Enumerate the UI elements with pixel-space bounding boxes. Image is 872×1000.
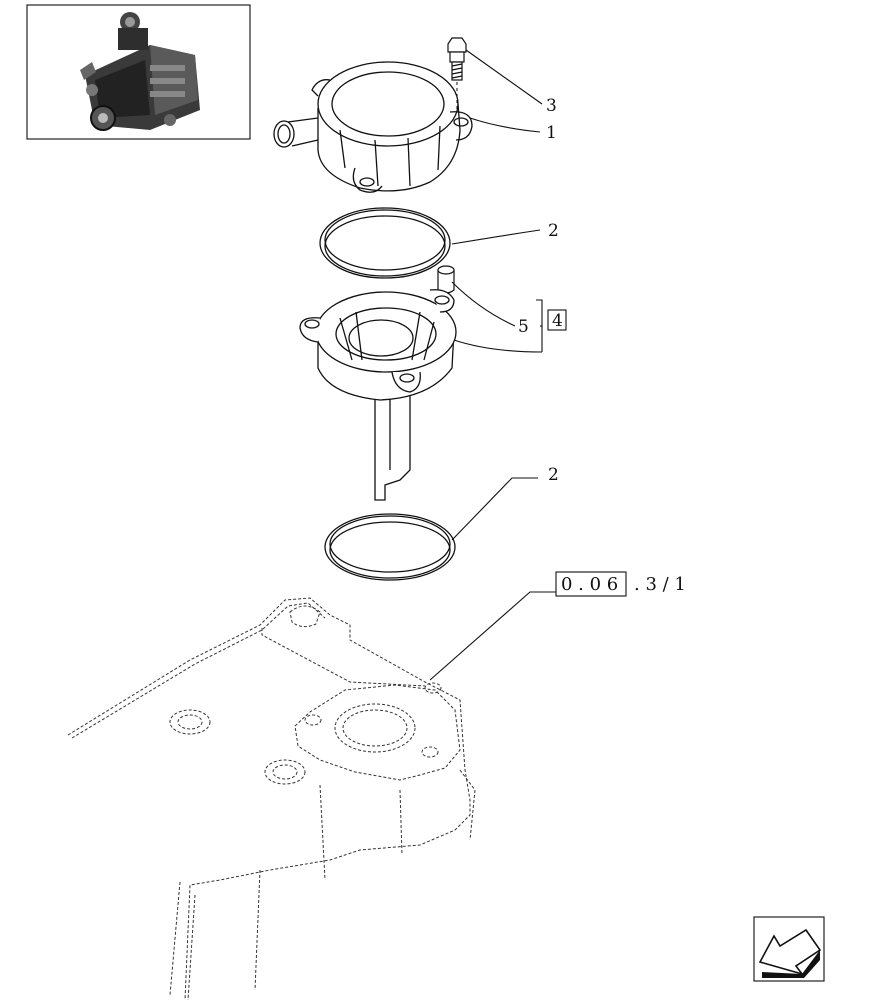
leader-lines (429, 49, 556, 681)
part-housing-lower (299, 289, 457, 501)
callout-3: 3 (546, 96, 557, 116)
engine-thumbnail-icon (80, 12, 200, 131)
reference-boxed-text: 0 . 0 6 (561, 574, 618, 595)
part-bolt (447, 37, 467, 112)
part-housing-upper (273, 61, 473, 193)
callout-2-upper: 2 (548, 221, 559, 241)
callout-5: 5 (518, 317, 529, 337)
callout-4-box: 4 (547, 309, 567, 331)
part-sleeve (437, 265, 455, 294)
engine-thumbnail[interactable] (26, 4, 251, 140)
part-o-ring-lower (324, 513, 456, 581)
reference-link[interactable]: 0 . 0 6 . 3 / 1 (555, 571, 686, 597)
reference-rest-text: . 3 / 1 (634, 574, 686, 595)
engine-block-outline (67, 597, 476, 1000)
nav-previous-button[interactable] (753, 916, 825, 982)
part-o-ring-upper (319, 207, 451, 279)
callout-1: 1 (546, 123, 557, 143)
callout-4: 4 (552, 311, 563, 331)
callout-labels: 3 1 2 5 4 2 (518, 96, 567, 485)
callout-2-lower: 2 (548, 465, 559, 485)
arrow-previous-icon (758, 928, 822, 978)
